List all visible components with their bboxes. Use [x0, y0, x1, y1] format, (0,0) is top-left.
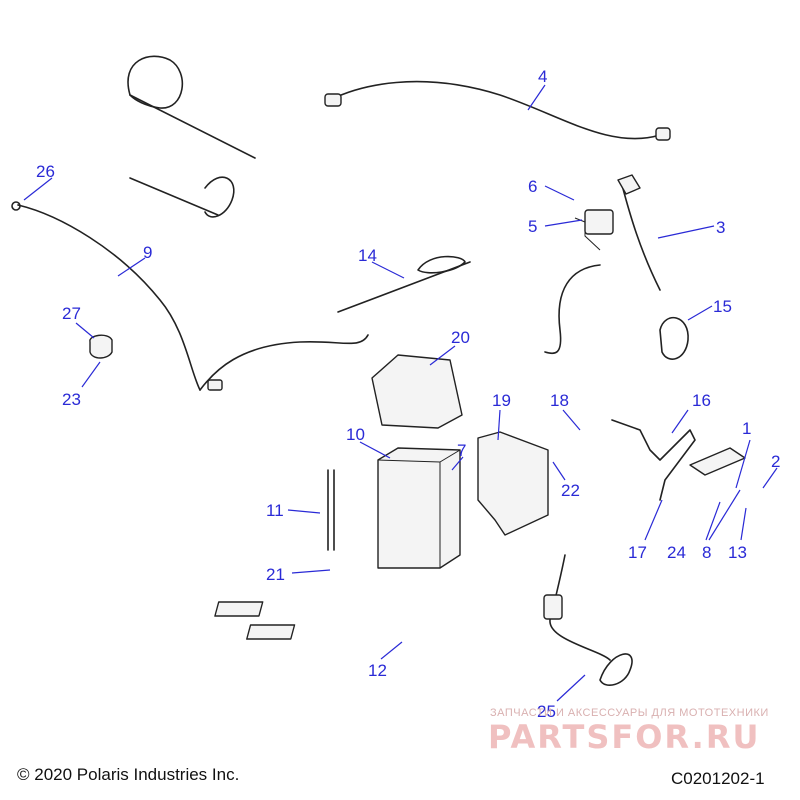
cable-4	[324, 80, 671, 141]
battery-cover-20	[371, 354, 463, 429]
strap-15	[659, 316, 689, 360]
copyright-text: © 2020 Polaris Industries Inc.	[17, 765, 239, 784]
callout-4: 4	[538, 67, 547, 86]
callout-25: 25	[537, 702, 556, 721]
clip-23	[89, 334, 113, 359]
relay-5	[574, 209, 614, 251]
callout-10: 10	[346, 425, 365, 444]
watermark-brand: PARTSFOR.RU	[488, 718, 760, 756]
callout-3: 3	[716, 218, 725, 237]
callout-17: 17	[628, 543, 647, 562]
callout-16: 16	[692, 391, 711, 410]
harness-25	[543, 554, 633, 686]
callout-6: 6	[528, 177, 537, 196]
cable-tie-lower	[129, 176, 235, 218]
strap-11	[327, 469, 335, 551]
callout-19: 19	[492, 391, 511, 410]
callout-5: 5	[528, 217, 537, 236]
callout-7: 7	[457, 441, 466, 460]
callout-9: 9	[143, 243, 152, 262]
callout-2: 2	[771, 452, 780, 471]
terminal-block-1	[689, 447, 746, 476]
callout-1: 1	[742, 419, 751, 438]
callout-14: 14	[358, 246, 377, 265]
leader-lines	[23, 84, 778, 702]
battery-10	[377, 447, 461, 569]
callout-27: 27	[62, 304, 81, 323]
callout-8: 8	[702, 543, 711, 562]
cable-9	[11, 201, 369, 391]
pad-12b	[246, 624, 296, 640]
callout-23: 23	[62, 390, 81, 409]
callout-18: 18	[550, 391, 569, 410]
callout-22: 22	[561, 481, 580, 500]
callout-13: 13	[728, 543, 747, 562]
diagram-code: C0201202-1	[671, 769, 765, 788]
callout-21: 21	[266, 565, 285, 584]
bracket-17	[611, 419, 696, 501]
cable-14	[337, 255, 471, 313]
bracket-19	[477, 431, 549, 536]
cable-tie-upper	[127, 55, 256, 159]
callout-20: 20	[451, 328, 470, 347]
callout-24: 24	[667, 543, 686, 562]
callout-26: 26	[36, 162, 55, 181]
watermark-tagline: ЗАПЧАСТИ И АКСЕССУАРЫ ДЛЯ МОТОТЕХНИКИ	[490, 707, 769, 719]
callout-12: 12	[368, 661, 387, 680]
pad-12a	[214, 601, 264, 617]
callout-15: 15	[713, 297, 732, 316]
callout-11: 11	[266, 501, 284, 520]
cable-3	[544, 174, 661, 355]
